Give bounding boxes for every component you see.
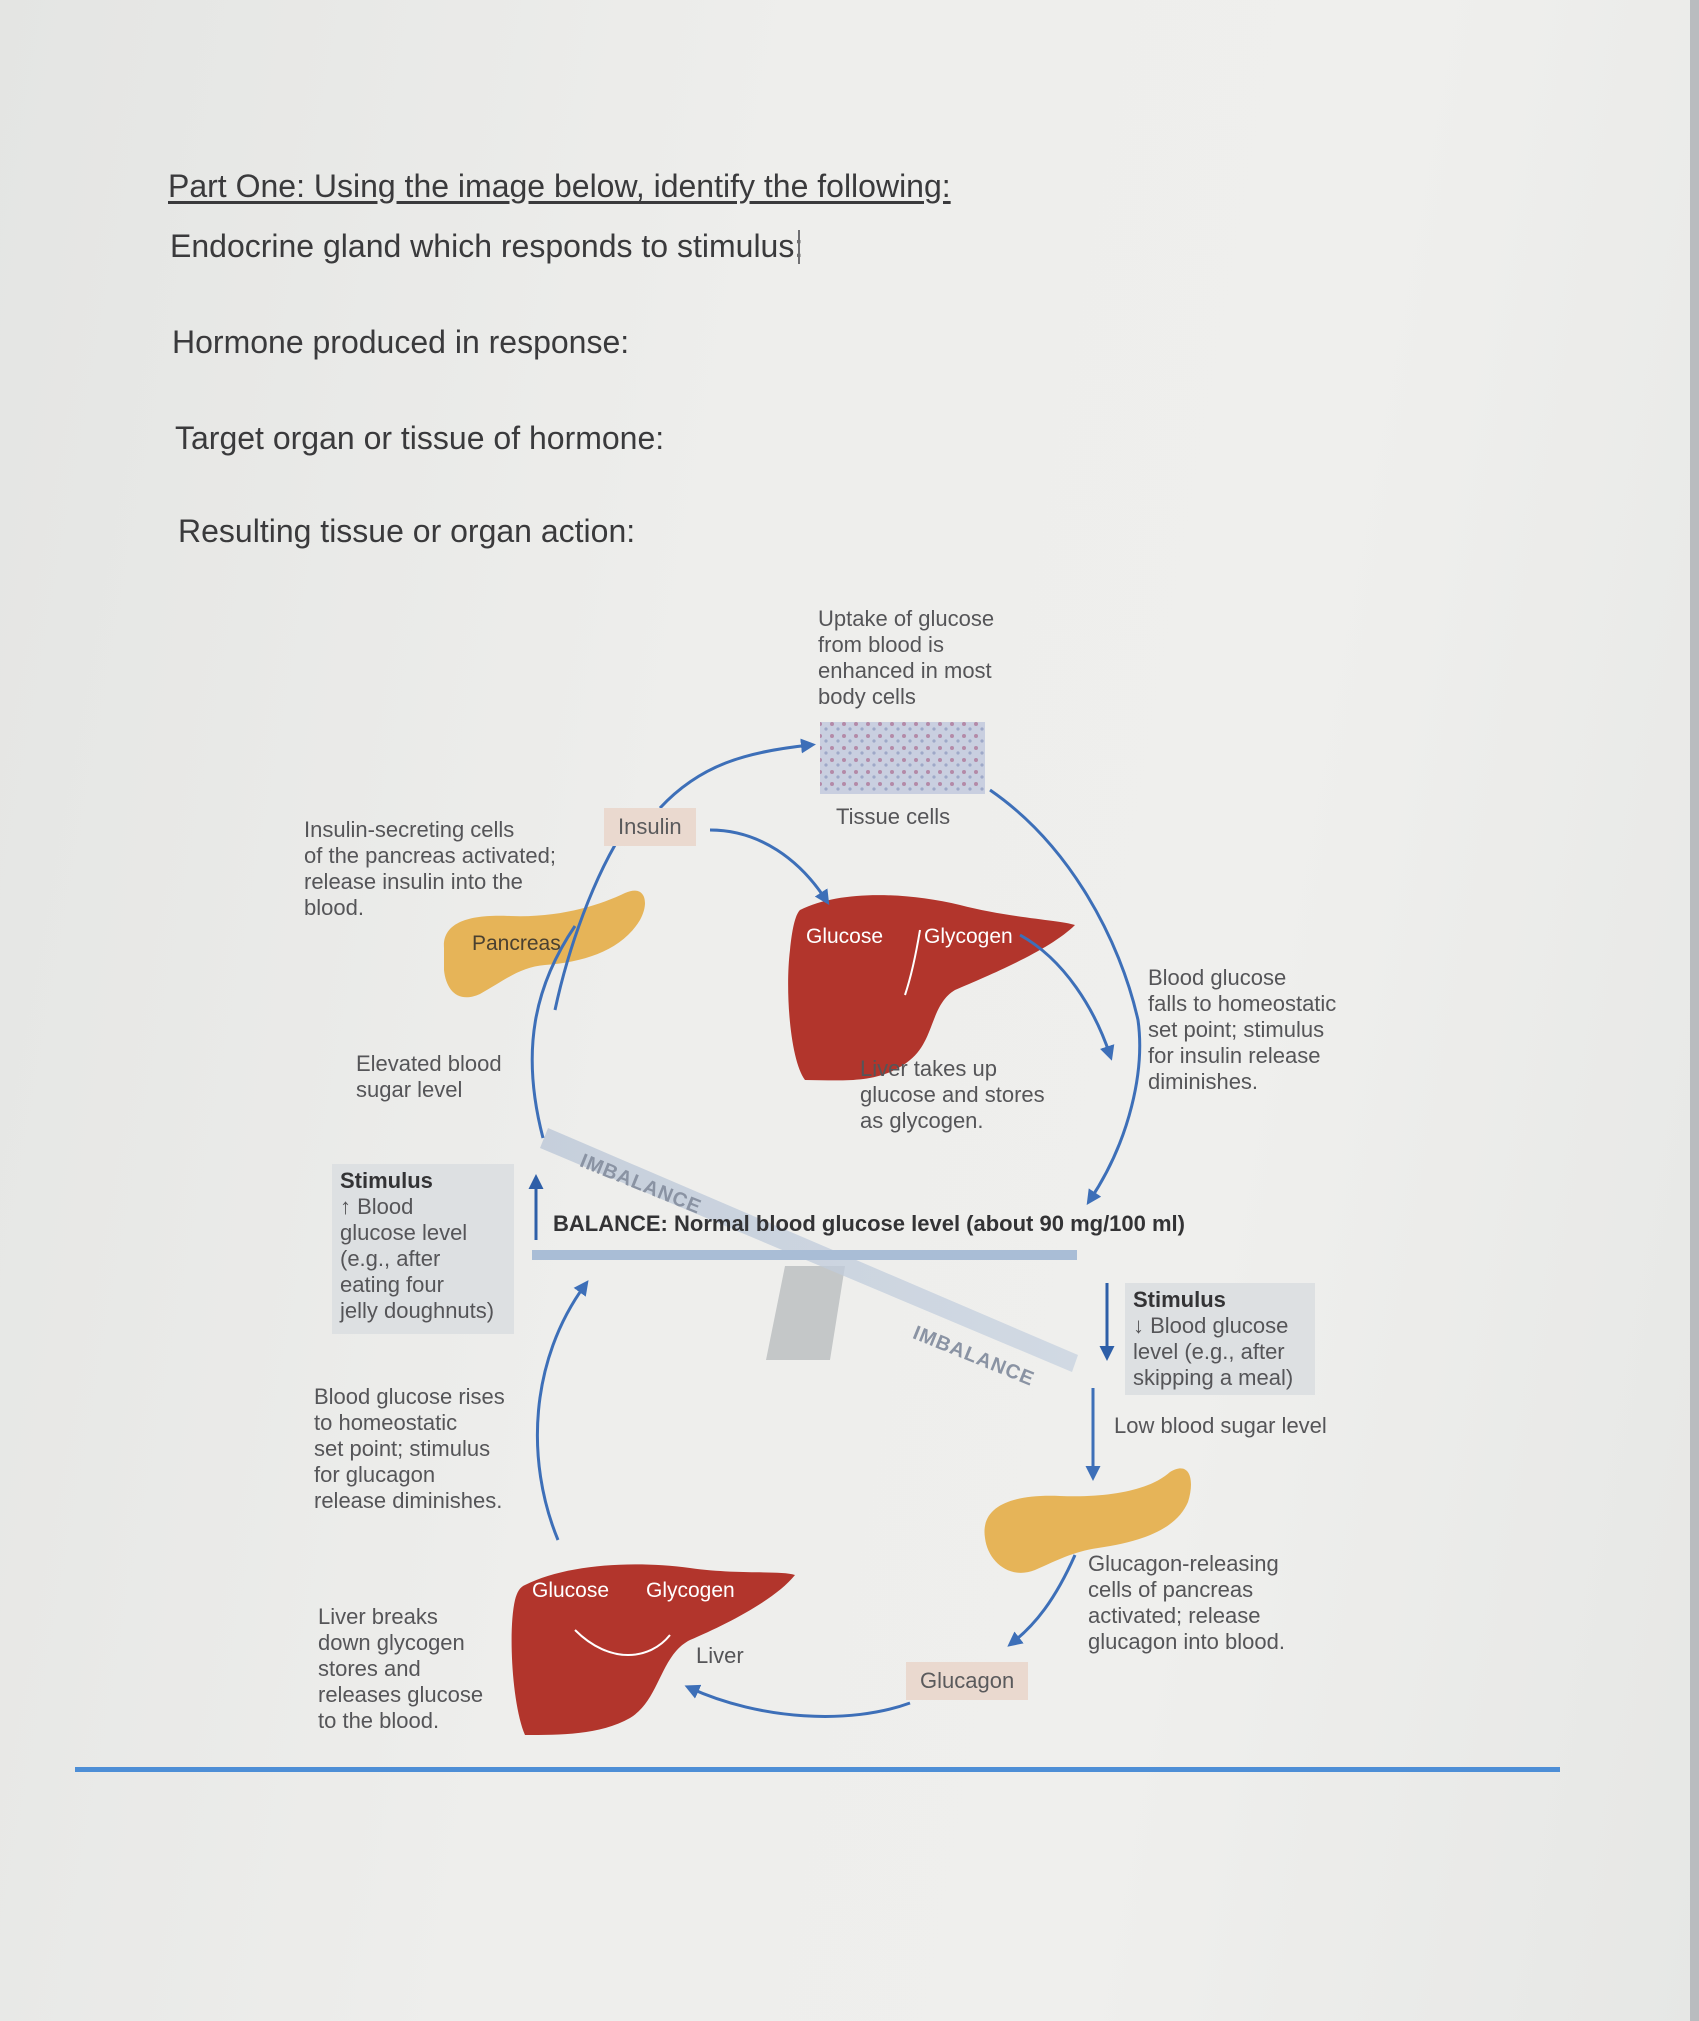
liver-top-glycogen: Glycogen [924, 925, 1013, 948]
page-edge [1690, 0, 1699, 2021]
liver-breaks-text: Liver breaks down glycogen stores and re… [318, 1604, 484, 1733]
liver-bottom-inner-arrow [574, 1629, 671, 1656]
pancreas-label: Pancreas [472, 932, 561, 955]
insulin-to-liver-arrow [709, 828, 830, 906]
glucagon-cells-text: Glucagon-releasing cells of pancreas act… [1088, 1551, 1285, 1654]
pancreas-to-glucagon-arrow [1007, 1554, 1077, 1647]
insulin-cells-text: Insulin-secreting cells of the pancreas … [304, 817, 556, 920]
text-cursor [798, 230, 800, 264]
horizontal-rule [75, 1767, 1560, 1772]
pancreas-to-insulin-line [553, 844, 617, 1011]
question-target-organ[interactable]: Target organ or tissue of hormone: [175, 420, 665, 456]
stimulus-up-text: Stimulus ↑ Blood glucose level (e.g., af… [340, 1168, 495, 1323]
liver-to-balance-arrow [1019, 933, 1115, 1061]
tissue-to-balance-arrow [989, 788, 1142, 1205]
uptake-text: Uptake of glucose from blood is enhanced… [818, 606, 995, 709]
glucagon-to-liver-arrow [684, 1684, 911, 1718]
liver-top-inner-arrow [904, 929, 921, 996]
elevated-to-pancreas-arrow [530, 925, 577, 1139]
blood-glucose-rises-text: Blood glucose rises to homeostatic set p… [314, 1384, 505, 1513]
liver-bottom-glucose: Glucose [532, 1579, 610, 1602]
pancreas-top-image [443, 890, 645, 998]
liver-label: Liver [696, 1643, 744, 1668]
question-hormone[interactable]: Hormone produced in response: [172, 324, 630, 360]
liver-takes-up-text: Liver takes up glucose and stores as gly… [860, 1056, 1045, 1133]
blood-glucose-falls-text: Blood glucose falls to homeostatic set p… [1148, 965, 1337, 1094]
balance-beam [532, 1250, 1077, 1260]
liver-top-image [788, 895, 1075, 1081]
pancreas-bottom-image [984, 1468, 1191, 1573]
liver-to-balance-arrow-left [535, 1280, 589, 1541]
balance-text: BALANCE: Normal blood glucose level (abo… [553, 1211, 1185, 1236]
question-endocrine-gland[interactable]: Endocrine gland which responds to stimul… [170, 228, 804, 264]
question-resulting-action[interactable]: Resulting tissue or organ action: [178, 513, 636, 549]
low-blood-sugar-text: Low blood sugar level [1114, 1413, 1327, 1438]
stimulus-down-text: Stimulus ↓ Blood glucose level (e.g., af… [1133, 1287, 1294, 1390]
glucagon-label: Glucagon [906, 1662, 1029, 1700]
worksheet-heading: Part One: Using the image below, identif… [168, 168, 951, 204]
fulcrum [766, 1266, 845, 1360]
tissue-cells-image [820, 722, 985, 794]
liver-bottom-glycogen: Glycogen [646, 1579, 735, 1602]
liver-top-glucose: Glucose [806, 925, 884, 948]
stimulus-up-box [332, 1164, 514, 1334]
insulin-label: Insulin [604, 808, 696, 846]
elevated-text: Elevated blood sugar level [356, 1051, 502, 1102]
tissue-cells-label: Tissue cells [836, 804, 951, 829]
insulin-to-tissue-arrow [658, 738, 816, 810]
stimulus-down-box [1125, 1283, 1315, 1395]
